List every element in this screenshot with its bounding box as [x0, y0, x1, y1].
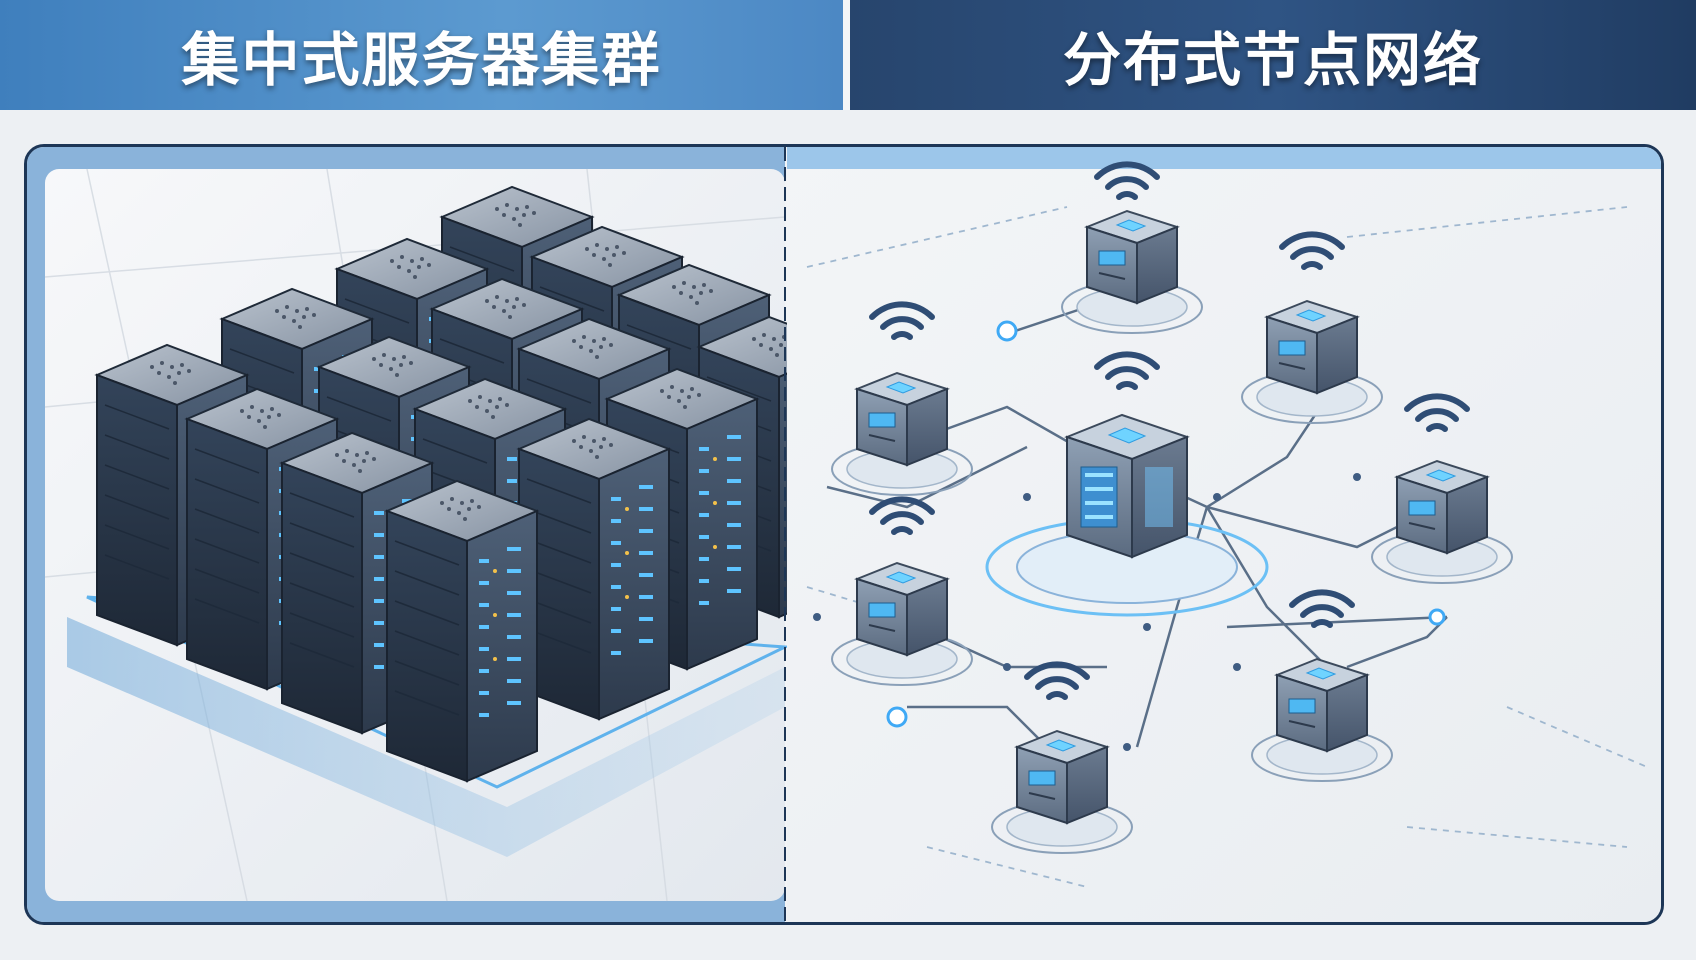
illustration-canvas — [27, 147, 1661, 922]
centralized-cluster-title: 集中式服务器集群 — [0, 0, 843, 110]
server-rack-icon — [518, 418, 670, 720]
floor-glow — [67, 617, 785, 857]
centralized-panel — [27, 147, 850, 922]
comparison-scene — [0, 110, 1696, 960]
network-junction — [996, 320, 1018, 342]
network-junction — [1428, 608, 1446, 626]
central-hub-node — [1064, 413, 1190, 559]
comparison-frame — [24, 144, 1664, 925]
network-junction — [886, 706, 908, 728]
header-divider — [843, 0, 850, 110]
distributed-panel — [787, 147, 1661, 922]
server-rack-icon — [386, 480, 538, 782]
distributed-network-title: 分布式节点网络 — [850, 0, 1696, 110]
